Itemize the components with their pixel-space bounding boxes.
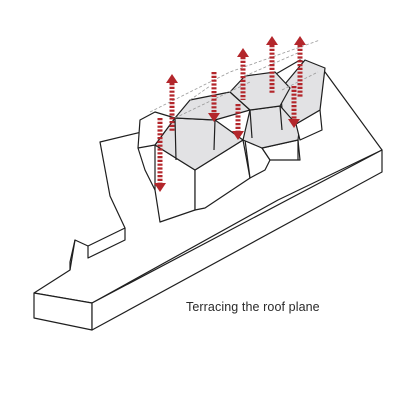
site-base-notch xyxy=(69,228,126,270)
arrow-head xyxy=(266,36,278,45)
arrow-head xyxy=(208,113,220,122)
arrow-head xyxy=(288,119,300,128)
arrow-2-down xyxy=(208,72,220,122)
arrow-8-down xyxy=(154,118,166,192)
arrow-7-down xyxy=(232,104,244,140)
arrow-head xyxy=(166,74,178,83)
arrow-head xyxy=(237,48,249,57)
arrow-1-up xyxy=(166,74,178,132)
terrace-arrows xyxy=(154,36,306,192)
arrow-6-down xyxy=(288,86,300,128)
arrow-head xyxy=(232,131,244,140)
arrow-5-up xyxy=(294,36,306,98)
arrow-4-up xyxy=(266,36,278,94)
diagram-caption: Terracing the roof plane xyxy=(186,300,320,314)
arrow-head xyxy=(294,36,306,45)
arrow-head xyxy=(154,183,166,192)
terrace-upper-3 xyxy=(137,111,176,149)
site-base-side xyxy=(91,149,383,331)
arrow-3-up xyxy=(237,48,249,100)
massing-verticals xyxy=(137,105,299,191)
